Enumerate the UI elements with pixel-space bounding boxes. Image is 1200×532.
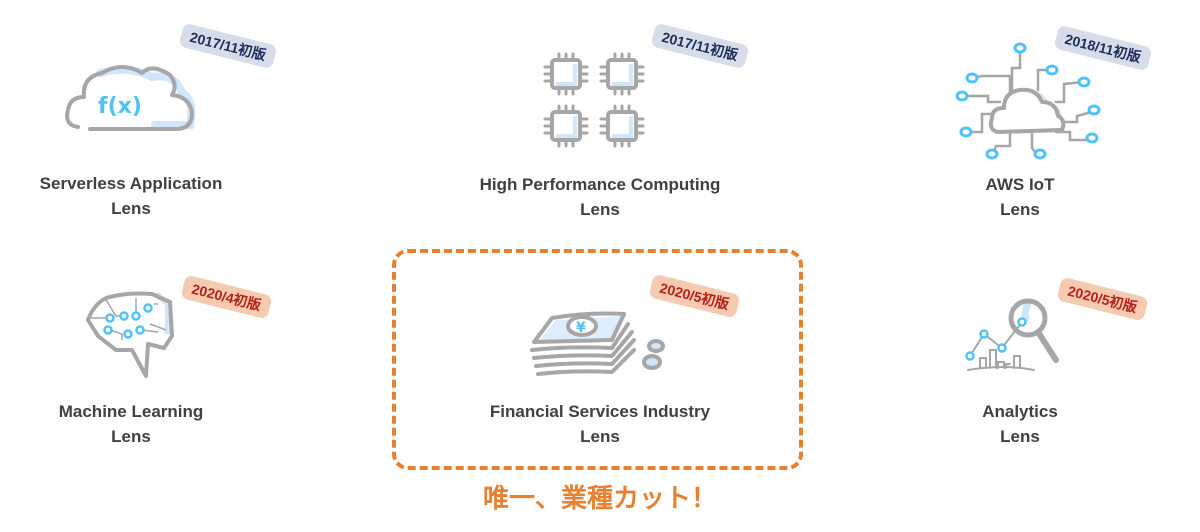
- callout-text: 唯一、業種カット！: [482, 483, 717, 513]
- lens-title-line2: Lens: [1000, 200, 1040, 219]
- lens-title-line2: Lens: [111, 427, 151, 446]
- lens-title-line1: Machine Learning: [58, 402, 204, 421]
- lens-ml: 2020/4初版 Machine Learning Lens: [0, 250, 300, 470]
- lens-title-line2: Lens: [1000, 427, 1040, 446]
- lens-title-line1: Financial Services Industry: [489, 402, 711, 421]
- lens-analytics: 2020/5初版 Analytics Lens: [920, 250, 1200, 470]
- lens-title-line1: Analytics: [982, 402, 1058, 421]
- analytics-magnifier-icon: [964, 298, 1074, 378]
- lens-title: High Performance Computing Lens: [400, 172, 800, 222]
- release-badge: 2020/4初版: [180, 274, 273, 320]
- lens-title-line1: High Performance Computing: [479, 175, 721, 194]
- lens-iot: 2018/11初版 AWS IoT Lens: [920, 0, 1200, 230]
- lens-title: Machine Learning Lens: [0, 399, 262, 449]
- lens-title: Analytics Lens: [920, 399, 1120, 449]
- lens-serverless: f(x) 2017/11初版 Serverless Application Le…: [0, 0, 300, 230]
- highlight-frame: [392, 249, 803, 470]
- lens-title: Serverless Application Lens: [0, 171, 262, 221]
- lens-title-line2: Lens: [580, 427, 620, 446]
- money-stack-yen-icon: ¥: [528, 306, 668, 378]
- lens-hpc: 2017/11初版 High Performance Computing Len…: [400, 0, 800, 230]
- lens-fsi: ¥ 2020/5初版 Financial Services Industry L…: [400, 250, 800, 470]
- lens-title: Financial Services Industry Lens: [400, 399, 800, 449]
- release-badge: 2017/11初版: [650, 22, 750, 70]
- lens-title-line1: AWS IoT: [985, 175, 1055, 194]
- svg-text:¥: ¥: [576, 320, 586, 336]
- lens-title-line2: Lens: [580, 200, 620, 219]
- iot-cloud-network-icon: [952, 40, 1112, 162]
- serverless-cloud-function-icon: f(x): [60, 55, 200, 140]
- svg-text:f(x): f(x): [98, 94, 142, 119]
- lens-title-line1: Serverless Application: [39, 174, 223, 193]
- lens-title-line2: Lens: [111, 199, 151, 218]
- lens-title: AWS IoT Lens: [920, 172, 1120, 222]
- cpu-chips-icon: [542, 52, 652, 154]
- brain-circuit-icon: [86, 290, 178, 380]
